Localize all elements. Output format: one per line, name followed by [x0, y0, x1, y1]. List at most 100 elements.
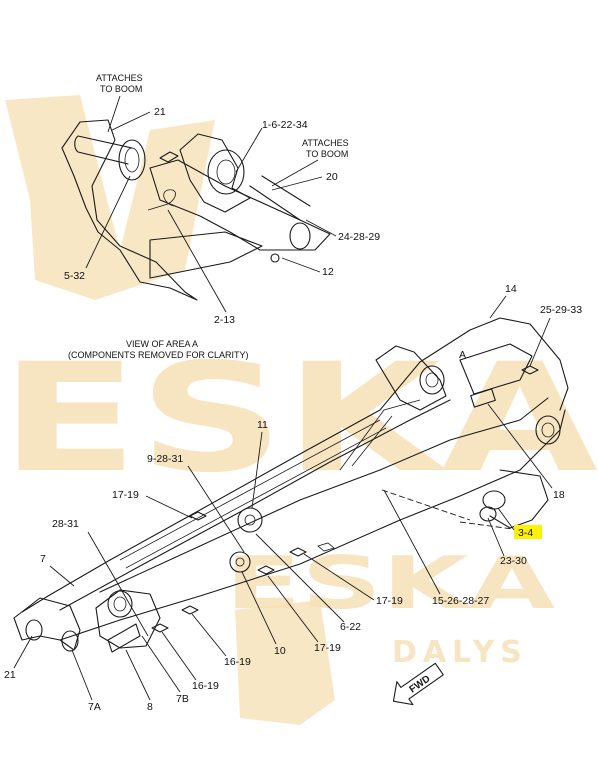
watermark: ESKA ESKA DALYS	[0, 95, 598, 725]
leader-attaches-boom-1	[107, 95, 121, 133]
stick-bracket-bush-inner	[425, 372, 439, 388]
stick-brace	[339, 399, 421, 471]
leader-12	[281, 257, 321, 273]
stick-top-edge-2	[59, 399, 451, 611]
guide-line-a	[381, 489, 471, 521]
stick-top-edge	[21, 317, 569, 613]
stick-side-panel	[99, 397, 549, 593]
leader-2-13	[167, 209, 227, 313]
area-a-letter: A	[459, 349, 466, 361]
callout-28-31: 28-31	[52, 518, 79, 530]
detail-bushing-left-inner	[124, 147, 140, 173]
leader-9-28-31	[187, 465, 245, 553]
callout-8: 8	[147, 701, 153, 713]
callout-21-top: 21	[154, 106, 166, 118]
leader-24-28-29	[305, 219, 337, 237]
fitting-16-19-a	[181, 605, 199, 615]
leader-6-22	[255, 533, 345, 623]
callout-23-30: 23-30	[500, 555, 527, 567]
leader-20	[271, 176, 323, 191]
callout-16-19-a: 16-19	[224, 656, 251, 668]
callout-1-6-22-34: 1-6-22-34	[262, 119, 308, 131]
area-a-decal-18	[470, 388, 496, 408]
stick-bracket-bush	[419, 365, 445, 395]
leader-21-bottom	[13, 635, 33, 669]
stick-pin-boss	[535, 415, 561, 445]
leader-15-26-28-27	[383, 489, 441, 595]
fitting-17-19-a	[189, 511, 207, 521]
callout-15-26-28-27: 15-26-28-27	[432, 595, 489, 607]
linkage-bush-7A	[61, 630, 79, 652]
leader-17-19-a	[145, 495, 193, 519]
stick-hydraulic-line	[119, 419, 387, 569]
leader-21-top	[111, 111, 151, 131]
detail-body-lower	[149, 231, 263, 279]
callout-12: 12	[322, 266, 334, 278]
callout-18: 18	[553, 489, 565, 501]
stick-bracket	[375, 345, 447, 411]
callout-6-22: 6-22	[340, 621, 361, 633]
detail-bushing-left	[118, 139, 146, 181]
forward-arrow-shape	[392, 662, 444, 706]
callout-25-29-33: 25-29-33	[540, 304, 582, 316]
callout-16-19-b: 16-19	[192, 680, 219, 692]
washer-6-22	[317, 542, 335, 552]
stick-tail	[489, 469, 549, 529]
leader-16-19-a	[191, 613, 227, 657]
note-view-area-line2: (COMPONENTS REMOVED FOR CLARITY)	[68, 350, 249, 360]
detail-pin-right	[249, 175, 311, 221]
linkage-pin-boss	[107, 590, 133, 618]
leader-3-4	[497, 507, 515, 531]
callout-14: 14	[505, 283, 517, 295]
detail-cotter-pin	[147, 189, 176, 211]
fitting-16-19-b	[151, 623, 169, 633]
callout-17-19-b: 17-19	[376, 595, 403, 607]
detail-nut	[270, 253, 280, 263]
callout-11: 11	[257, 419, 268, 431]
callout-17-19-c: 17-19	[314, 642, 341, 654]
forward-arrow-label: FWD	[408, 673, 433, 695]
leader-7	[49, 565, 75, 587]
callout-21-bottom: 21	[4, 669, 16, 681]
area-a-bolt-25-29-33	[521, 365, 539, 375]
linkage-pin-boss-inner	[113, 596, 127, 612]
detail-bushing-right-inner	[216, 159, 236, 185]
detail-left-ear	[61, 119, 198, 301]
watermark-brand-sub: ESKA	[225, 541, 555, 625]
linkage-bush-21	[25, 619, 43, 641]
sprocket-11	[237, 507, 263, 533]
callout-20: 20	[326, 171, 338, 183]
note-attaches-boom-1-line2: TO BOOM	[100, 84, 142, 94]
watermark-tagline: DALYS	[392, 635, 528, 670]
guide-line-b	[459, 521, 521, 531]
linkage-plate-main	[95, 589, 161, 649]
fitting-3-4	[482, 490, 506, 510]
leader-25-29-33	[529, 317, 551, 367]
sprocket-11-inner	[244, 514, 256, 526]
leader-14	[489, 295, 507, 319]
leader-8	[125, 649, 151, 701]
detail-right-clevis	[179, 133, 251, 213]
callout-3-4-highlight	[514, 525, 542, 539]
callout-2-13: 2-13	[214, 314, 235, 326]
note-attaches-boom-1-line1: ATTACHES	[96, 73, 143, 83]
leader-16-19-b	[161, 631, 197, 681]
watermark-brand: ESKA	[0, 332, 598, 506]
leader-17-19-c	[267, 575, 319, 643]
stick-pin-boss-inner	[541, 422, 555, 438]
leader-7B	[141, 635, 181, 693]
callout-3-4: 3-4	[518, 527, 533, 539]
callout-7B: 7B	[176, 693, 189, 705]
leader-7A	[71, 649, 93, 701]
callout-7: 7	[40, 553, 46, 565]
note-attaches-boom-2-line1: ATTACHES	[302, 138, 349, 148]
leader-28-31	[87, 531, 149, 637]
leader-1-6-22-34	[235, 127, 263, 173]
callout-17-19-a: 17-19	[112, 489, 139, 501]
watermark-logo-shape	[5, 95, 215, 300]
callout-9-28-31: 9-28-31	[147, 453, 183, 465]
callout-7A: 7A	[88, 701, 101, 713]
note-view-area-line1: VIEW OF AREA A	[126, 339, 198, 349]
leader-18	[487, 403, 553, 489]
